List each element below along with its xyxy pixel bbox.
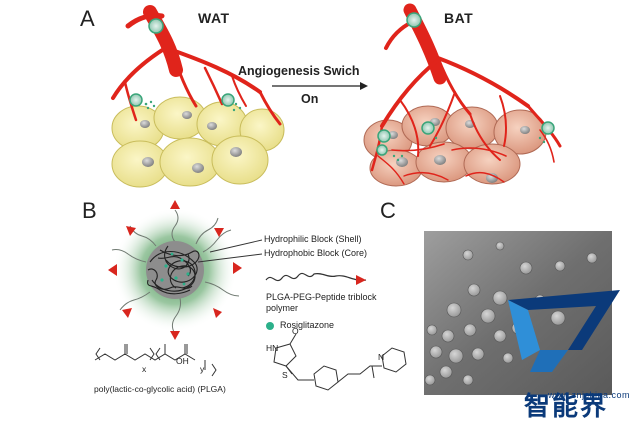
hydrophobic-core xyxy=(146,241,204,299)
wat-nanoparticles xyxy=(129,18,235,107)
triblock-polymer-icon xyxy=(265,272,367,285)
bat-label: BAT xyxy=(444,10,474,26)
plga-y-subscript: y xyxy=(200,364,205,374)
rosi-n-label: N xyxy=(378,352,385,362)
rosi-hn-label: HN xyxy=(266,343,279,353)
plga-oh-label: OH xyxy=(176,356,189,366)
core-label: Hydrophobic Block (Core) xyxy=(264,248,368,258)
arrow-top-label: Angiogenesis Swich xyxy=(238,64,360,78)
arrow-bottom-label: On xyxy=(301,92,319,106)
brown-adipocytes xyxy=(363,105,547,187)
core-drug-dots xyxy=(160,252,190,286)
wat-tissue xyxy=(111,5,285,188)
wat-blood-vessels xyxy=(111,5,282,126)
wat-label: WAT xyxy=(198,10,230,26)
panel-b-label: B xyxy=(82,198,97,223)
watermark-url: www.znjchina.com xyxy=(548,390,631,400)
peptide-markers xyxy=(108,200,242,340)
white-adipocytes xyxy=(111,96,285,188)
shell-label: Hydrophilic Block (Shell) xyxy=(264,234,362,244)
wat-drug-dots xyxy=(144,100,242,112)
brown-adipocyte-nuclei xyxy=(388,118,530,183)
switch-arrow xyxy=(272,82,368,90)
rosiglitazone-legend-dot xyxy=(266,322,274,330)
bat-drug-dots xyxy=(392,136,546,162)
plga-name: poly(lactic-co-glycolic acid) (PLGA) xyxy=(94,384,226,394)
plga-structure xyxy=(94,344,217,377)
panel-c-label: C xyxy=(380,198,396,223)
figure-canvas xyxy=(94,3,620,395)
bat-nanoparticles xyxy=(376,12,555,156)
rosiglitazone-label: Rosiglitazone xyxy=(280,320,335,330)
triblock-label: PLGA-PEG-Peptide triblock polymer xyxy=(266,292,377,313)
label-pointers xyxy=(197,239,263,263)
plga-x-subscript: x xyxy=(142,364,147,374)
rosi-o-label: O xyxy=(292,326,299,336)
nanoparticle-diagram xyxy=(108,200,367,340)
bat-tissue xyxy=(363,3,562,187)
watermark-logo xyxy=(508,290,620,372)
rosi-s-label: S xyxy=(282,370,288,380)
rosiglitazone-structure xyxy=(273,333,407,391)
panel-a-label: A xyxy=(80,6,95,31)
white-adipocyte-nuclei xyxy=(140,111,242,173)
